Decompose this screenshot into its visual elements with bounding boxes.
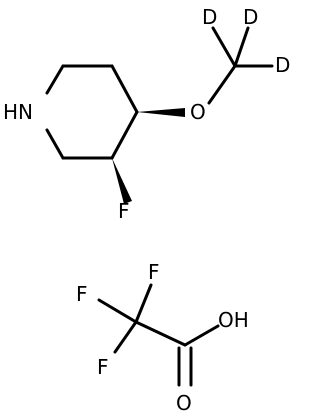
- bond-n-c2-upper: [45, 64, 65, 95]
- bond-c-oh: [183, 324, 220, 347]
- fluorine-label: F: [118, 199, 130, 223]
- bond-cf3-f-top: [134, 283, 153, 324]
- ether-oxygen-label: O: [190, 100, 206, 124]
- bond-cf3-f-left: [97, 298, 138, 324]
- nitrogen-label: HN: [3, 100, 33, 124]
- wedge-bond-c5-f: [112, 158, 132, 204]
- trifluoroacetic-acid: F F F OH O: [76, 260, 249, 415]
- tfa-fluorine-label-3: F: [97, 355, 109, 379]
- bond-c-c: [134, 320, 187, 347]
- wedge-bond-c4-o: [137, 108, 185, 117]
- hydroxyl-label: OH: [218, 308, 249, 332]
- tfa-fluorine-label-1: F: [148, 260, 160, 284]
- bond-o-cd3: [207, 64, 237, 105]
- deuterium-label-3: D: [275, 53, 290, 77]
- bond-c4-c5: [110, 110, 139, 160]
- chemical-structure-figure: HN O D D D F F F F OH O: [3, 5, 290, 415]
- bond-c-d-right-top: [233, 26, 250, 68]
- bond-c6-n: [45, 128, 65, 160]
- bond-c-d-top: [211, 26, 237, 68]
- tfa-fluorine-label-2: F: [76, 282, 88, 306]
- deuterium-label-2: D: [243, 5, 258, 29]
- carbonyl-oxygen-label: O: [176, 391, 192, 415]
- deuterium-label-1: D: [202, 5, 217, 29]
- bond-c3-c4: [110, 64, 139, 114]
- bond-cf3-f-bottom: [113, 320, 138, 354]
- piperidine-molecule: HN O D D D F: [3, 5, 290, 223]
